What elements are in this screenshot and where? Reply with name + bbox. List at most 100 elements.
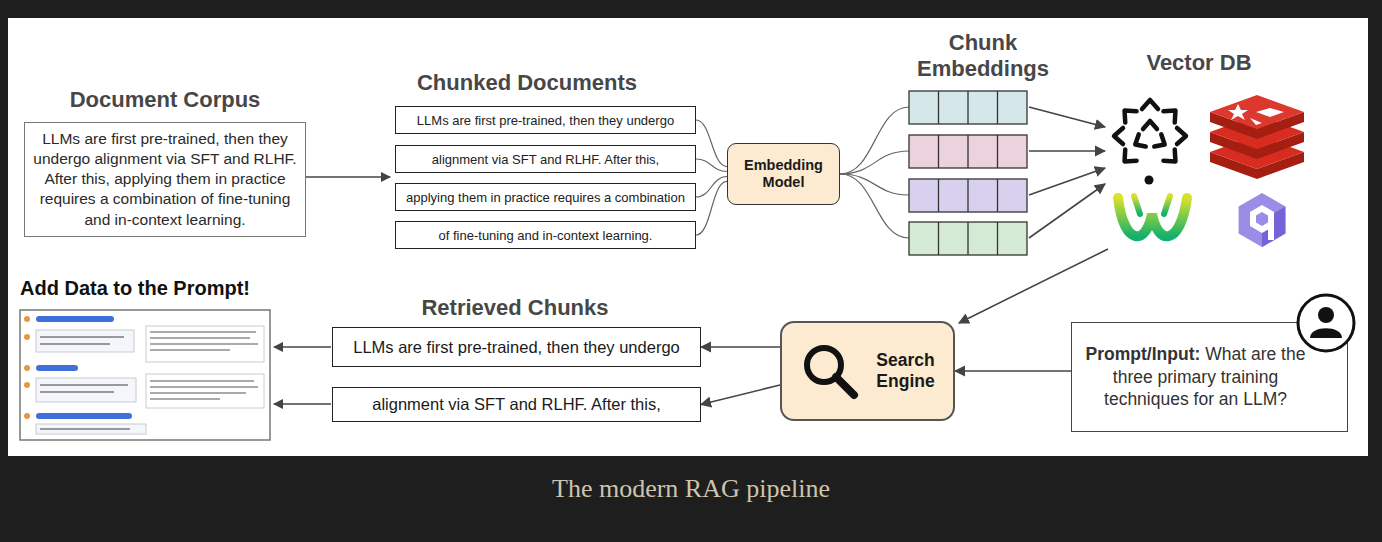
chunk-text: applying them in practice requires a com… — [406, 190, 685, 205]
chunk-text: of fine-tuning and in-context learning. — [439, 228, 653, 243]
chunk-text: LLMs are first pre-trained, then they un… — [417, 113, 674, 128]
magnifier-icon — [798, 339, 862, 403]
embedding-vectors-part — [939, 179, 998, 212]
pinecone-logo-part-part — [1119, 105, 1137, 123]
prompt-screenshot-part — [150, 337, 250, 339]
qdrant-logo-part — [1268, 226, 1274, 240]
pinecone-logo-part — [1142, 100, 1158, 109]
prompt-screenshot-part — [40, 343, 110, 345]
embedding-fan-lines-part — [840, 174, 909, 195]
body-text: LLMs are first pre-trained, then they un… — [33, 129, 297, 230]
qdrant-logo — [1239, 193, 1286, 247]
qdrant-logo-part — [1239, 193, 1286, 247]
pinecone-logo-part — [1163, 105, 1181, 123]
magnifier-handle — [836, 377, 854, 395]
prompt-screenshot — [20, 310, 270, 440]
user-icon-ring — [1298, 295, 1354, 351]
search-label: Search Engine — [866, 350, 945, 392]
connector-line — [696, 181, 727, 235]
embedding-fan-lines-part — [840, 174, 909, 238]
prompt-screenshot-part — [36, 365, 78, 371]
prompt-text: Prompt/Input:What are the three primary … — [1084, 343, 1307, 411]
prompt-screenshot-part — [150, 380, 254, 382]
pinecone-logo-part — [1177, 128, 1186, 144]
vector-db-arrows-part — [1029, 150, 1105, 152]
embedding-vectors-part — [909, 91, 1027, 124]
embedding-vectors-part — [909, 222, 1027, 255]
chunk-text: LLMs are first pre-trained, then they un… — [353, 338, 680, 357]
section-heading: Chunk Embeddings — [908, 30, 1058, 83]
prompt-screenshot-part — [36, 424, 146, 434]
pinecone-logo-part — [1114, 128, 1123, 144]
prompt-screenshot-part — [36, 378, 136, 402]
prompt-screenshot-part — [40, 391, 114, 393]
chunk-box: LLMs are first pre-trained, then they un… — [395, 106, 696, 134]
weaviate-logo-part — [1134, 196, 1170, 214]
corpus-box: Document CorpusLLMs are first pre-traine… — [24, 122, 306, 237]
redis-logo-part — [1228, 104, 1248, 120]
redis-logo-part — [1250, 118, 1262, 125]
prompt-box: Prompt/Input:What are the three primary … — [1071, 322, 1348, 432]
chunking-arrow — [306, 176, 390, 178]
prompt-screenshot-part — [24, 365, 30, 371]
pinecone-logo-part-part — [1143, 121, 1157, 129]
chunk-box: of fine-tuning and in-context learning. — [395, 221, 696, 249]
prompt-screenshot-part — [24, 334, 30, 340]
embedding-vectors-part — [939, 91, 998, 124]
retrieved-chunk-box: LLMs are first pre-trained, then they un… — [332, 327, 701, 367]
embedding-fan-lines — [840, 107, 909, 238]
vector-db-arrows-part — [1029, 184, 1105, 238]
prompt-screenshot-part — [150, 392, 246, 394]
pinecone-logo-part — [1119, 105, 1137, 123]
prompt-label: Prompt/Input: — [1086, 344, 1201, 364]
prompt-screenshot-part — [40, 336, 124, 338]
redis-logo — [1210, 95, 1304, 179]
embedding-vectors — [909, 91, 1027, 255]
weaviate-logo — [1118, 196, 1187, 236]
pinecone-logo-part — [1143, 121, 1157, 129]
prompt-screenshot-part — [20, 310, 270, 440]
pinecone-logo-part-part — [1114, 128, 1123, 144]
weaviate-logo-part — [1118, 198, 1187, 236]
prompt-screenshot-part — [150, 331, 256, 333]
pinecone-logo-part-part — [1142, 100, 1158, 109]
prompt-screenshot-part — [150, 349, 230, 351]
chunk-box: alignment via SFT and RLHF. After this, — [395, 145, 696, 173]
prompt-screenshot-part — [146, 326, 264, 362]
figure-caption: The modern RAG pipeline — [0, 474, 1382, 504]
retrieved-chunk-box: alignment via SFT and RLHF. After this, — [332, 387, 701, 422]
connector-line — [696, 159, 727, 172]
connector-line — [696, 176, 727, 197]
embedding-fan-lines-part — [840, 107, 909, 174]
prompt-screenshot-part — [24, 316, 30, 322]
pinecone-logo — [1114, 100, 1186, 185]
prompt-screenshot-part — [36, 316, 114, 322]
step-heading: Add Data to the Prompt! — [20, 276, 250, 300]
redis-logo-part — [1210, 95, 1304, 129]
chunk-box: applying them in practice requires a com… — [395, 183, 696, 211]
prompt-screenshot-part — [24, 413, 30, 419]
section-heading: Document Corpus — [0, 87, 335, 113]
pinecone-logo-part-part — [1154, 134, 1168, 150]
prompt-screenshot-part — [150, 386, 258, 388]
chunk-text: alignment via SFT and RLHF. After this, — [432, 152, 659, 167]
pinecone-logo-part — [1154, 134, 1168, 150]
connector-line — [701, 346, 780, 348]
pinecone-logo-part-part — [1163, 149, 1181, 167]
redis-logo-part — [1256, 108, 1284, 117]
prompt-screenshot-part — [150, 398, 220, 400]
prompt-screenshot-part — [40, 428, 130, 430]
section-heading: Chunked Documents — [417, 70, 637, 96]
prompt-screenshot-part — [36, 330, 134, 352]
qdrant-logo-part — [1256, 212, 1268, 226]
pinecone-logo-part — [1132, 134, 1146, 150]
pinecone-logo-part — [1163, 149, 1181, 167]
search-box: Search Engine — [780, 321, 955, 421]
section-heading: Retrieved Chunks — [421, 295, 608, 321]
embedding-vectors-part — [939, 222, 998, 255]
prompt-insert-arrows-part — [274, 346, 331, 348]
prompt-screenshot-part — [150, 343, 258, 345]
embedding-vectors-part — [939, 135, 998, 168]
pinecone-logo-part-part — [1119, 149, 1137, 167]
